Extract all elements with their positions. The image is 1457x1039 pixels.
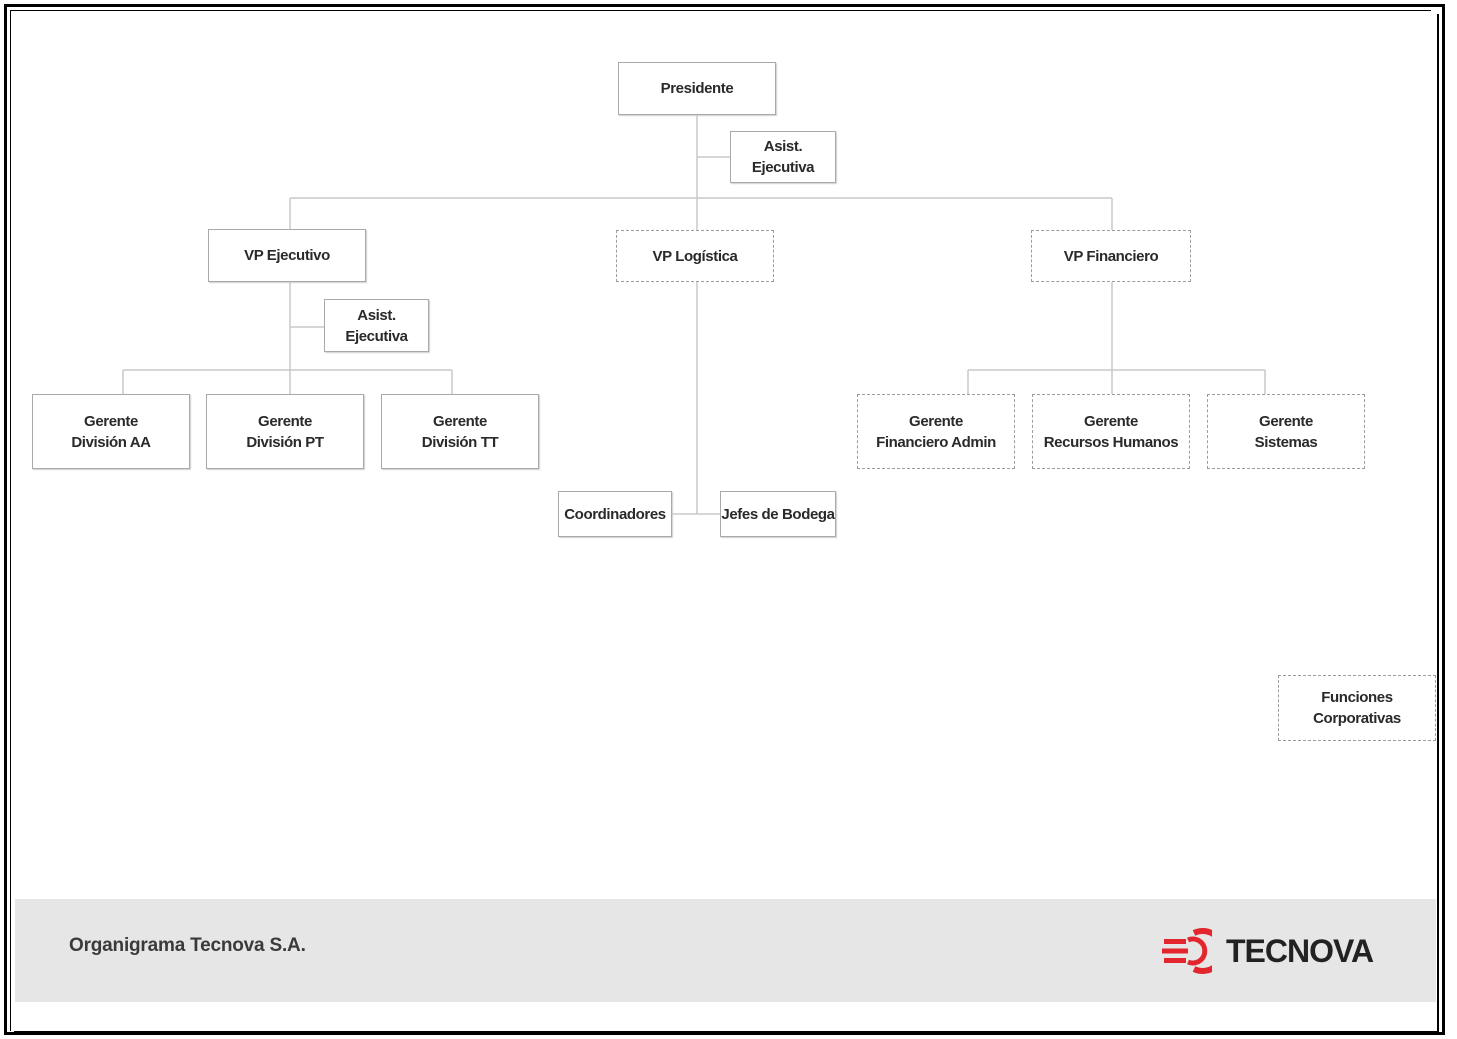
brand-name: TECNOVA bbox=[1226, 932, 1374, 969]
node-gerente-division-pt: Gerente División PT bbox=[206, 394, 364, 469]
node-asist-ejecutiva-vp: Asist. Ejecutiva bbox=[324, 299, 429, 352]
node-funciones-corporativas: Funciones Corporativas bbox=[1278, 675, 1436, 741]
footer-title: Organigrama Tecnova S.A. bbox=[69, 935, 306, 956]
node-gerente-recursos-humanos: Gerente Recursos Humanos bbox=[1032, 394, 1190, 469]
node-asist-ejecutiva-presidente: Asist. Ejecutiva bbox=[730, 131, 836, 183]
node-jefes-de-bodega: Jefes de Bodega bbox=[720, 491, 836, 537]
tecnova-logo-icon bbox=[1162, 928, 1212, 974]
brand-logo: TECNOVA bbox=[1160, 923, 1374, 979]
footer-band: Organigrama Tecnova S.A. TECNOVA bbox=[15, 899, 1436, 1002]
node-gerente-financiero-admin: Gerente Financiero Admin bbox=[857, 394, 1015, 469]
page-frame-shadow-bottom bbox=[14, 1031, 1439, 1033]
node-vp-ejecutivo: VP Ejecutivo bbox=[208, 229, 366, 282]
node-gerente-sistemas: Gerente Sistemas bbox=[1207, 394, 1365, 469]
node-vp-logistica: VP Logística bbox=[616, 230, 774, 282]
node-presidente: Presidente bbox=[618, 62, 776, 115]
node-gerente-division-aa: Gerente División AA bbox=[32, 394, 190, 469]
page-frame-inner bbox=[10, 10, 1431, 1031]
node-coordinadores: Coordinadores bbox=[558, 491, 672, 537]
page-frame-shadow-right bbox=[1437, 14, 1439, 1035]
node-gerente-division-tt: Gerente División TT bbox=[381, 394, 539, 469]
node-vp-financiero: VP Financiero bbox=[1031, 230, 1191, 282]
